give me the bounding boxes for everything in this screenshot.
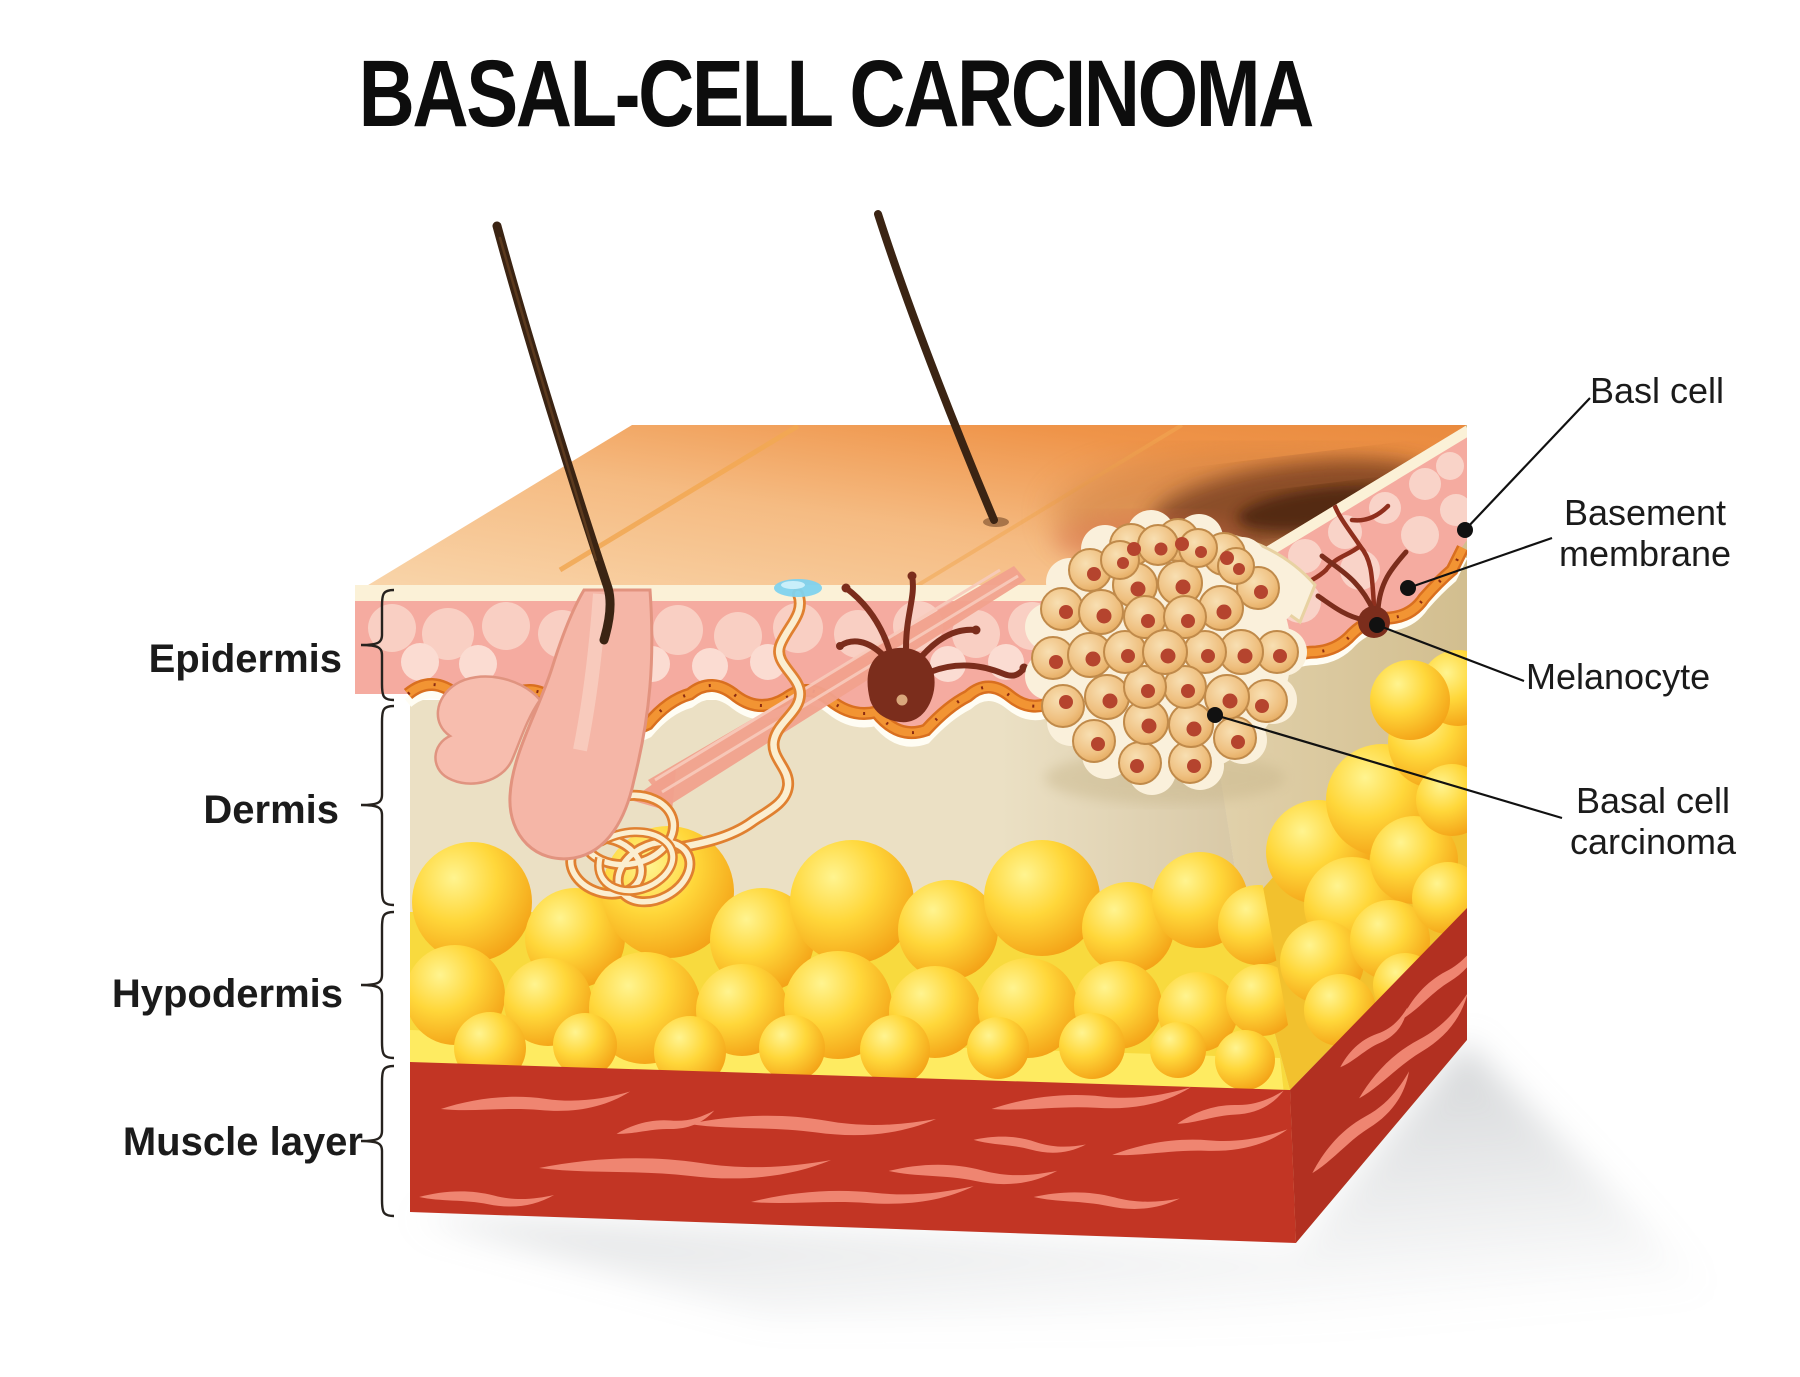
basement-membrane-leader-dot	[1400, 580, 1416, 596]
muscle-layer	[410, 1062, 1296, 1243]
basement-membrane-leader-line	[1407, 536, 1553, 590]
hair-follicle-icon	[434, 588, 654, 861]
layer-label-epidermis: Epidermis	[148, 637, 342, 681]
basal-cell-carcinoma-mass	[1025, 510, 1317, 804]
melanocyte-icon	[836, 571, 1029, 723]
basal-cell-leader-line	[1464, 397, 1591, 531]
dermis-brace	[360, 704, 395, 907]
carcinoma-leader-line	[1214, 713, 1563, 820]
block-front-face	[355, 566, 1298, 1243]
tumor-cells	[1031, 518, 1299, 785]
melanocyte-leader-line	[1376, 623, 1525, 683]
sweat-pore-icon	[774, 579, 822, 597]
leader-dots	[1207, 522, 1473, 723]
annotation-basement-membrane: Basement membrane	[1558, 492, 1732, 575]
annotation-melanocyte: Melanocyte	[1526, 656, 1711, 697]
layer-label-dermis: Dermis	[203, 788, 339, 832]
tumor-cell-nuclei	[1049, 537, 1287, 773]
block-shadow	[415, 1042, 1745, 1325]
skin-line	[558, 425, 800, 573]
melanocyte-leader-dot	[1369, 617, 1385, 633]
epidermis-brace	[360, 588, 395, 702]
sweat-duct-icon	[670, 588, 807, 854]
carcinoma-leader-dot	[1207, 707, 1223, 723]
hair-shaft-icon	[492, 221, 615, 645]
layer-braces	[360, 588, 395, 1218]
hair-shaft-icon	[874, 210, 1009, 527]
hypodermis-brace	[360, 910, 395, 1060]
fat-cells-side	[1242, 650, 1467, 1090]
leader-lines	[1214, 397, 1591, 820]
hypodermis-layer	[410, 826, 1298, 1094]
layer-label-hypodermis: Hypodermis	[111, 972, 343, 1016]
sebaceous-gland-icon	[434, 675, 542, 785]
basal-cell-leader-dot	[1457, 522, 1473, 538]
muscle-side	[1290, 908, 1467, 1243]
skin-line	[903, 425, 1184, 593]
layer-label-muscle: Muscle layer	[122, 1120, 363, 1164]
fat-cells	[410, 826, 1298, 1090]
page-title: BASAL-CELL CARCINOMA	[358, 41, 1315, 147]
annotation-carcinoma: Basal cell carcinoma	[1569, 780, 1737, 863]
muscle-brace	[360, 1064, 395, 1218]
annotation-basal-cell: Basl cell	[1590, 370, 1725, 411]
